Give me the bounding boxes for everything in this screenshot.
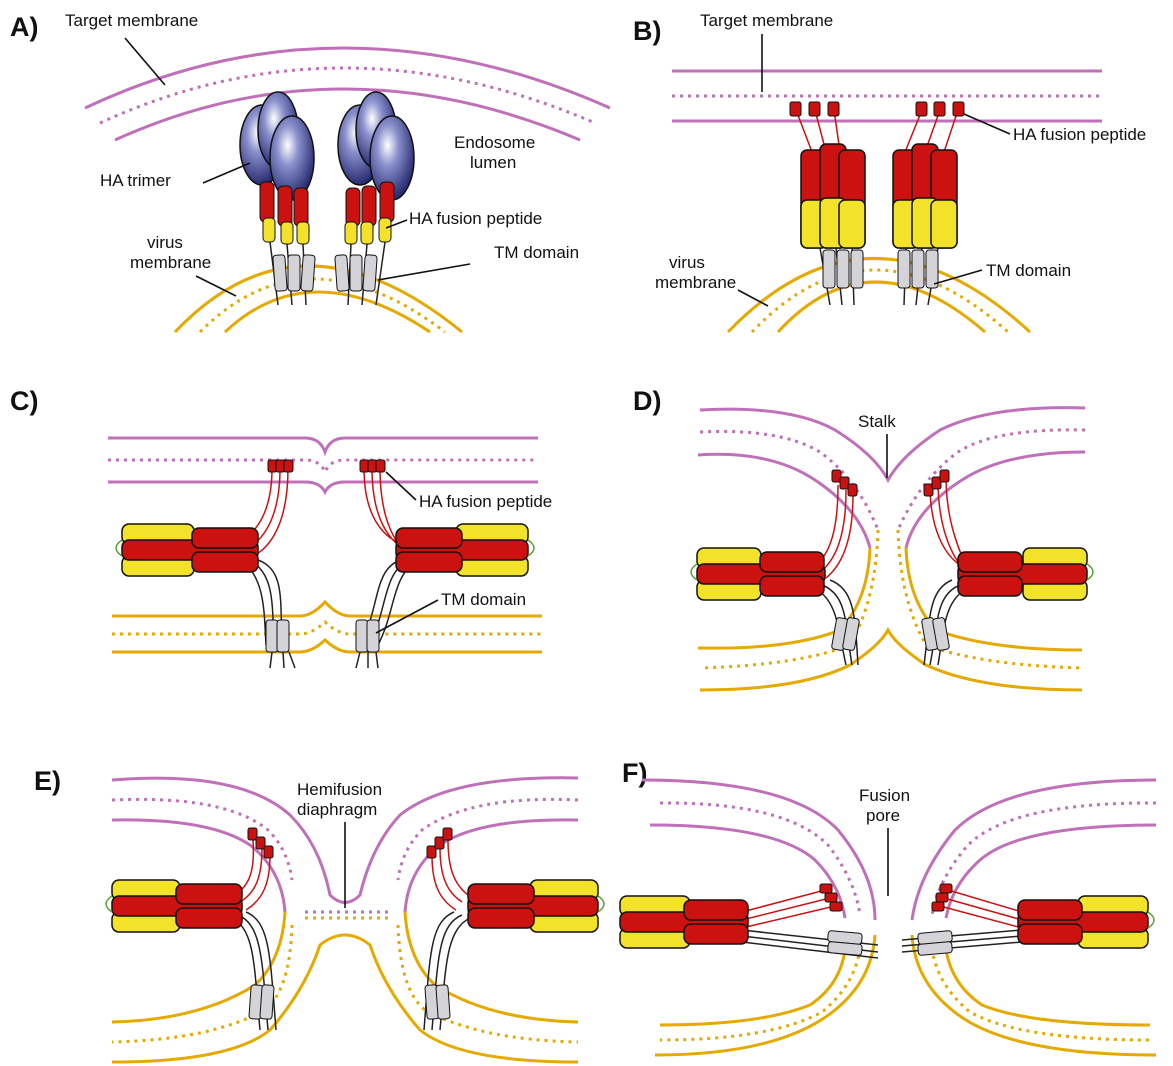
label-tm-domain-c: TM domain xyxy=(441,590,526,609)
label-hemifusion-e-line1: Hemifusion xyxy=(297,780,382,799)
panel-b-letter: B) xyxy=(633,16,662,46)
label-ha-trimer-a: HA trimer xyxy=(100,171,171,190)
label-virus-a-line1: virus xyxy=(147,233,183,252)
ha-bundle-left-d xyxy=(691,470,860,665)
panel-a: A) xyxy=(10,11,610,332)
ha-bundle-left-c xyxy=(116,460,295,668)
panel-d: D) xyxy=(633,386,1093,690)
panel-e: E) xyxy=(34,766,604,1062)
label-virus-b-line1: virus xyxy=(669,253,705,272)
label-virus-a-line2: membrane xyxy=(130,253,211,272)
label-target-membrane-b: Target membrane xyxy=(700,11,833,30)
panel-d-letter: D) xyxy=(633,386,662,416)
panel-a-letter: A) xyxy=(10,12,39,42)
label-endosome-a-line2: lumen xyxy=(470,153,516,172)
ha-bundle-left-b xyxy=(790,102,865,305)
label-stalk-d: Stalk xyxy=(858,412,896,431)
label-ha-fusion-peptide-a: HA fusion peptide xyxy=(409,209,542,228)
label-hemifusion-e-line2: diaphragm xyxy=(297,800,377,819)
panel-f-letter: F) xyxy=(622,758,647,788)
panel-b: B) xyxy=(633,11,1146,332)
label-fusion-pore-f-line1: Fusion xyxy=(859,786,910,805)
ha-bundle-right-f xyxy=(902,884,1154,955)
label-endosome-a-line1: Endosome xyxy=(454,133,535,152)
ha-bundle-right-e xyxy=(424,828,604,1030)
label-tm-domain-a: TM domain xyxy=(494,243,579,262)
label-fusion-pore-f-line2: pore xyxy=(866,806,900,825)
label-ha-fusion-peptide-c: HA fusion peptide xyxy=(419,492,552,511)
ha-bundle-right-d xyxy=(921,470,1093,665)
panel-e-letter: E) xyxy=(34,766,61,796)
label-ha-fusion-peptide-b: HA fusion peptide xyxy=(1013,125,1146,144)
label-virus-b-line2: membrane xyxy=(655,273,736,292)
label-target-membrane-a: Target membrane xyxy=(65,11,198,30)
ha-trimer-right xyxy=(335,92,414,305)
ha-trimer-left xyxy=(240,92,315,305)
panel-c-letter: C) xyxy=(10,386,39,416)
panel-f: F) xyxy=(620,758,1156,1055)
ha-bundle-right-b xyxy=(893,102,964,305)
ha-bundle-left-e xyxy=(106,828,276,1030)
panel-c: C) xyxy=(10,386,552,668)
label-tm-domain-b: TM domain xyxy=(986,261,1071,280)
